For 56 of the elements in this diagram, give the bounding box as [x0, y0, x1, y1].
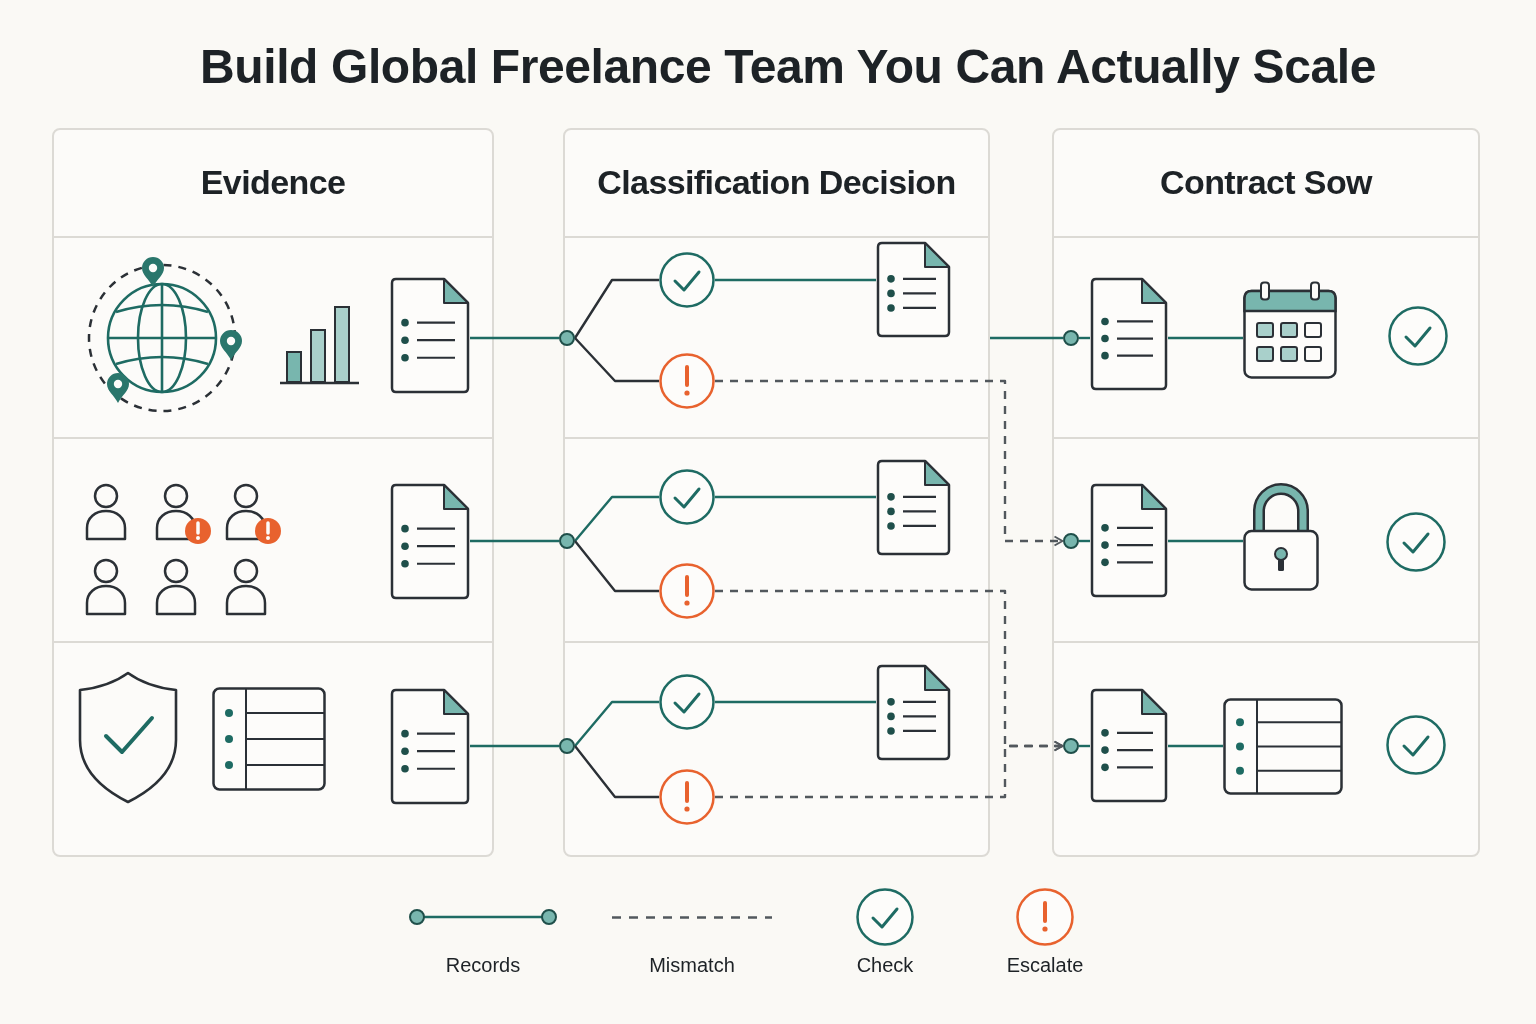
document-icon [390, 483, 470, 600]
dot-icon [559, 330, 575, 346]
legend-label: Escalate [1006, 953, 1084, 977]
dot-icon [559, 533, 575, 549]
document-icon [1090, 483, 1168, 598]
check-circle-icon [659, 469, 715, 525]
exclamation-circle-icon [659, 563, 715, 619]
table-icon [1223, 698, 1343, 795]
connector-line [715, 278, 876, 282]
connector-line [470, 744, 559, 748]
column-panel [52, 128, 494, 857]
connector-line [1079, 539, 1090, 543]
connector-line [470, 539, 559, 543]
connector-line [574, 745, 659, 799]
document-icon [876, 459, 951, 556]
exclamation-circle-icon [659, 769, 715, 825]
connector-line [574, 540, 659, 593]
connector-line [715, 700, 876, 704]
connector-line [574, 700, 659, 747]
legend-label: Mismatch [649, 953, 735, 977]
document-icon [876, 241, 951, 338]
check-circle-icon [659, 252, 715, 308]
document-icon [1090, 277, 1168, 391]
connector-line [715, 495, 876, 499]
connector-line [1168, 539, 1243, 543]
connector-line [574, 278, 659, 339]
column-panel [563, 128, 990, 857]
connector-line [1079, 336, 1090, 340]
dot-icon [559, 738, 575, 754]
dot-icon [1063, 330, 1079, 346]
panel-title: Evidence [200, 162, 346, 203]
document-icon [876, 664, 951, 761]
connector-line [990, 336, 1063, 340]
dashed-arrow [715, 740, 1064, 799]
lock-icon [1243, 483, 1319, 591]
connector-line [1168, 336, 1243, 340]
exclamation-circle-icon [659, 353, 715, 409]
panel-title: Classification Decision [597, 162, 956, 203]
legend-label: Records [445, 953, 521, 977]
legend-label: Check [856, 953, 914, 977]
column-panel [1052, 128, 1480, 857]
document-icon [390, 277, 470, 394]
connector-line [1168, 744, 1223, 748]
calendar-icon [1243, 281, 1337, 379]
connector-line [470, 336, 559, 340]
panel-title: Contract Sow [1160, 162, 1372, 203]
check-circle-icon [659, 674, 715, 730]
connector-line [574, 337, 659, 383]
dot-icon [1063, 738, 1079, 754]
connector-line [1079, 744, 1090, 748]
document-icon [390, 688, 470, 805]
connector-line [574, 495, 659, 542]
document-icon [1090, 688, 1168, 803]
diagram-title: Build Global Freelance Team You Can Actually Scale [200, 39, 1376, 95]
dot-icon [1063, 533, 1079, 549]
dashed-arrow [715, 379, 1064, 547]
